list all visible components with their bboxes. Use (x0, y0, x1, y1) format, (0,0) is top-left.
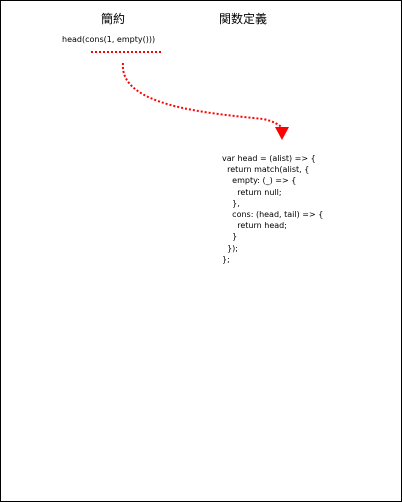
code-line: } (222, 232, 238, 242)
arrowhead-icon (275, 127, 289, 140)
function-definition-heading: 関数定義 (219, 12, 268, 26)
reduction-heading: 簡約 (101, 12, 126, 26)
code-line: }); (222, 243, 238, 253)
reduction-expression: head(cons(1, empty())) (62, 35, 156, 44)
code-line: }; (222, 254, 230, 264)
reference-arrow-path (121, 62, 283, 129)
code-line: return head; (222, 221, 287, 231)
code-line: var head = (alist) => { (222, 154, 316, 163)
code-line: }, (222, 198, 240, 208)
code-line: return null; (222, 187, 282, 197)
code-line: cons: (head, tail) => { (222, 209, 324, 219)
code-line: return match(alist, { (222, 165, 310, 175)
code-block: var head = (alist) => { return match(ali… (222, 153, 323, 265)
code-line: empty: (_) => { (222, 176, 297, 186)
